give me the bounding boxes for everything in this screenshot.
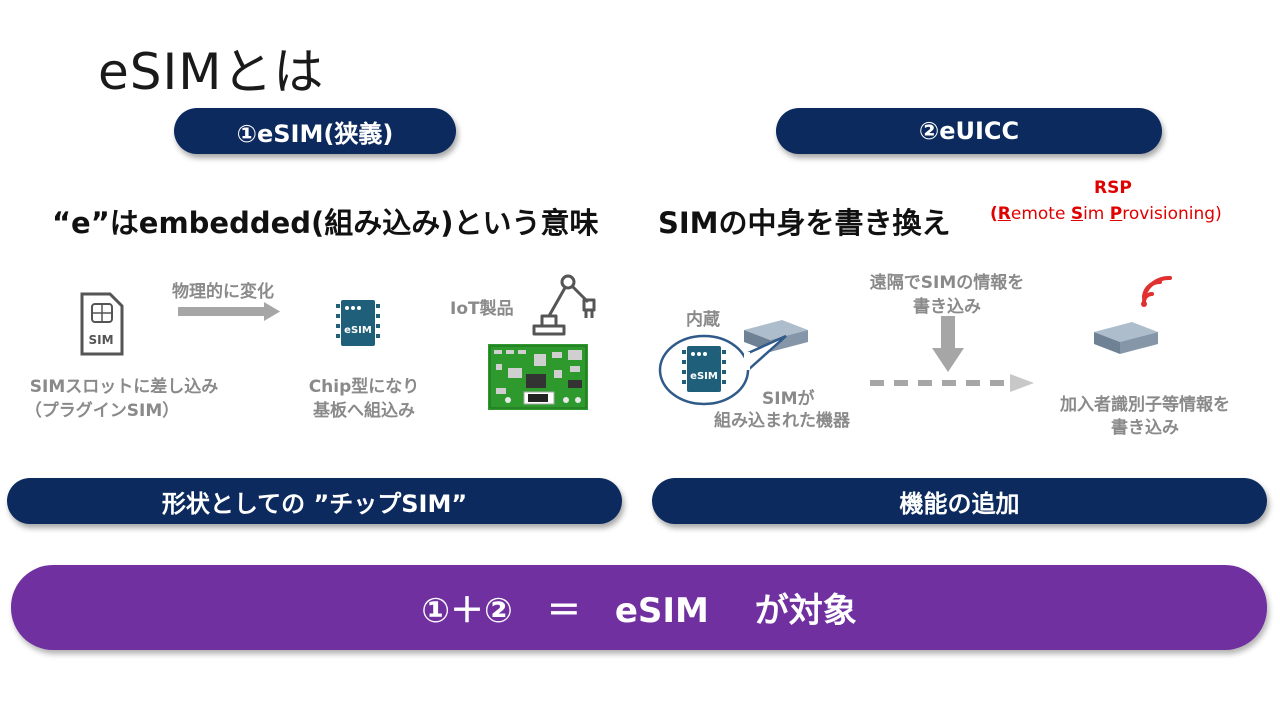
device-caption-line2: 組み込まれた機器 <box>714 411 850 431</box>
slot-caption-line2: （プラグインSIM） <box>24 401 180 421</box>
builtin-label: 内蔵 <box>686 310 720 330</box>
pcb-board-icon <box>488 344 588 410</box>
chip-caption-line1: Chip型になり <box>308 377 420 397</box>
summary-banner: ①＋② ＝ eSIM が対象 <box>11 565 1267 650</box>
esim-narrow-pill: ①eSIM(狭義) <box>174 108 456 154</box>
slide-title: eSIMとは <box>98 43 325 101</box>
function-add-pill: 機能の追加 <box>652 478 1267 524</box>
remote-write-line1: 遠隔でSIMの情報を <box>869 273 1025 293</box>
sim-card-icon: SIM <box>80 292 124 356</box>
remote-write-line2: 書き込み <box>913 297 981 317</box>
rsp-expansion: (Remote Sim Provisioning) <box>990 204 1222 224</box>
arrow-right-icon <box>178 302 280 321</box>
robot-arm-icon <box>532 274 596 336</box>
physical-change-label: 物理的に変化 <box>172 282 274 302</box>
subscriber-caption-line2: 書き込み <box>1111 418 1179 438</box>
svg-text:eSIM: eSIM <box>690 371 718 382</box>
iot-product-label: IoT製品 <box>450 299 514 319</box>
esim-chip-icon: eSIM <box>336 300 380 346</box>
wifi-signal-icon <box>1141 275 1172 307</box>
svg-text:eSIM: eSIM <box>344 325 372 336</box>
rsp-title: RSP <box>1094 178 1132 198</box>
embedded-heading: “e”はembedded(組み込み)という意味 <box>52 206 599 240</box>
arrow-down-icon <box>932 316 964 372</box>
rewrite-heading: SIMの中身を書き換え <box>658 206 951 240</box>
euicc-pill: ②eUICC <box>776 108 1162 154</box>
device-box-icon <box>1094 322 1158 354</box>
slot-caption-line1: SIMスロットに差し込み <box>29 377 219 397</box>
esim-chip-icon: eSIM <box>682 346 726 392</box>
chip-sim-pill: 形状としての ”チップSIM” <box>7 478 622 524</box>
device-caption-line1: SIMが <box>762 389 815 409</box>
dashed-arrow-icon <box>870 374 1034 392</box>
subscriber-caption-line1: 加入者識別子等情報を <box>1060 395 1230 415</box>
chip-caption-line2: 基板へ組込み <box>313 401 415 421</box>
svg-text:SIM: SIM <box>88 333 113 347</box>
